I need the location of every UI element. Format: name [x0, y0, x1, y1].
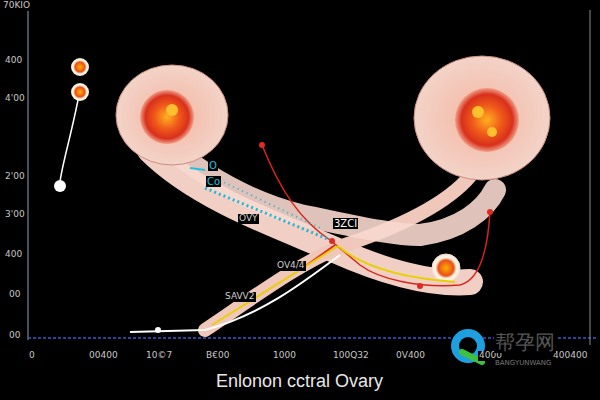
axis-tick: 400	[4, 56, 23, 66]
chain-label: O	[208, 160, 218, 171]
part-label: SAVV2	[224, 292, 256, 302]
part-label: 3ZCI	[333, 218, 358, 229]
axis-tick: 2'00	[4, 172, 26, 182]
chain-label: Co	[206, 176, 221, 187]
axis-tick: 00	[8, 290, 21, 300]
diagram-caption: Enlonon cctral Ovary	[215, 372, 384, 392]
axis-tick: 100Q32	[332, 351, 370, 361]
axis-tick: B€00	[205, 351, 230, 361]
axis-tick: 3'00	[4, 210, 26, 220]
axis-tick: 400400	[552, 351, 588, 361]
axis-tick: 400	[4, 250, 23, 260]
part-label: OV4/4	[276, 261, 306, 271]
axis-tick: 00400	[88, 351, 119, 361]
axis-tick: 0	[28, 351, 36, 361]
part-label: OVY	[238, 214, 259, 224]
axis-tick: 10©7	[145, 351, 173, 361]
axis-tick: 4'00	[4, 94, 26, 104]
axis-tick: 0V400	[395, 351, 426, 361]
axis-tick: 70KIO	[2, 1, 31, 11]
watermark: 帮孕网	[494, 331, 556, 353]
watermark: BANGYUNWANG	[494, 360, 553, 368]
axis-tick: 1000	[272, 351, 297, 361]
axis-tick: 00	[8, 331, 21, 341]
